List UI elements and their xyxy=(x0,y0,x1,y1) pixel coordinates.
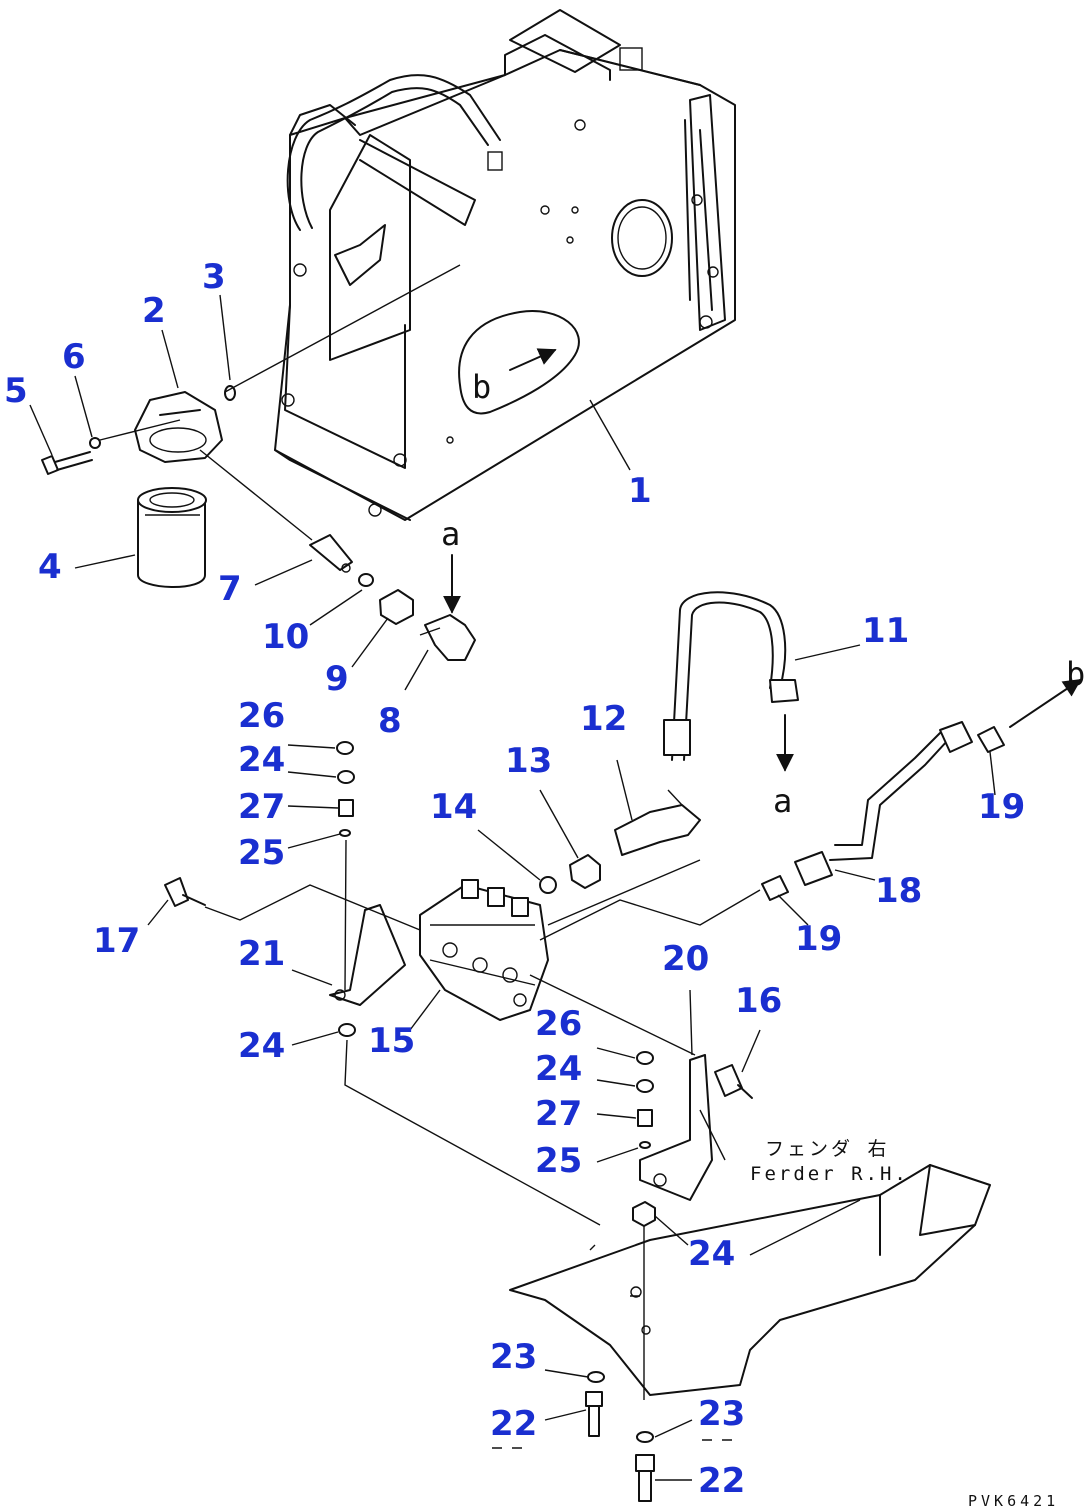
oring-3 xyxy=(224,385,236,401)
washer-23-left xyxy=(587,1371,605,1383)
callout-7: 7 xyxy=(218,569,242,609)
callout-23-lower: 23 xyxy=(698,1394,745,1434)
reference-letters: a a b b xyxy=(441,368,1085,820)
fitting-19-lower xyxy=(761,875,789,901)
callout-13: 13 xyxy=(505,741,552,781)
callout-17: 17 xyxy=(93,921,140,961)
ref-a-top: a xyxy=(441,515,460,553)
fender-note-en: Ferder R.H. xyxy=(750,1163,909,1185)
bolt-22-lower xyxy=(635,1454,655,1502)
fitting-19-upper xyxy=(977,726,1005,753)
filter-head-2 xyxy=(134,391,223,463)
callout-22-lower: 22 xyxy=(698,1461,745,1501)
callout-24-b: 24 xyxy=(238,1026,285,1066)
bolt-17 xyxy=(164,877,206,907)
stack-left xyxy=(336,741,601,1226)
underline-marks xyxy=(492,1439,732,1449)
callout-4: 4 xyxy=(38,547,62,587)
callout-26-b: 26 xyxy=(535,1004,582,1044)
callout-15: 15 xyxy=(368,1021,415,1061)
fitting-12 xyxy=(614,789,701,856)
oring-10 xyxy=(358,573,374,587)
oring-14 xyxy=(539,876,557,894)
callout-12: 12 xyxy=(580,699,627,739)
washer-6 xyxy=(89,437,101,449)
bolt-5 xyxy=(41,451,93,475)
callout-25-a: 25 xyxy=(238,833,285,873)
fitting-7 xyxy=(309,534,353,573)
callout-21: 21 xyxy=(238,934,285,974)
callout-26-a: 26 xyxy=(238,696,285,736)
bracket-20 xyxy=(639,1054,726,1201)
ref-b-right: b xyxy=(1066,655,1085,693)
callout-22-left: 22 xyxy=(490,1404,537,1444)
callout-8: 8 xyxy=(378,701,402,741)
fender-note-jp: フェンダ 右 xyxy=(765,1138,889,1160)
callout-numbers: 1 2 3 4 5 6 7 8 9 10 11 12 13 14 15 16 1… xyxy=(4,257,1025,1501)
elbow-8 xyxy=(419,614,476,661)
callout-10: 10 xyxy=(262,617,309,657)
callout-24-c: 24 xyxy=(535,1049,582,1089)
callout-16: 16 xyxy=(735,981,782,1021)
leader-lines xyxy=(29,294,996,1481)
bracket-21 xyxy=(329,904,406,1006)
callout-23-left: 23 xyxy=(490,1337,537,1377)
part-1-housing xyxy=(274,9,736,521)
callout-19-upper: 19 xyxy=(978,787,1025,827)
washer-23-lower xyxy=(636,1431,654,1443)
callout-25-b: 25 xyxy=(535,1141,582,1181)
callout-24-a: 24 xyxy=(238,740,285,780)
callout-5: 5 xyxy=(4,371,28,411)
callout-6: 6 xyxy=(62,337,86,377)
stack-right xyxy=(636,1051,654,1149)
callout-9: 9 xyxy=(325,659,349,699)
nut-24-lower xyxy=(632,1201,656,1400)
drawing-code: PVK6421 xyxy=(968,1492,1059,1510)
fender-frame xyxy=(509,1164,991,1396)
control-valve-15 xyxy=(419,879,549,1021)
callout-1: 1 xyxy=(628,471,652,511)
callout-19-lower: 19 xyxy=(795,919,842,959)
callout-27-a: 27 xyxy=(238,787,285,827)
callout-24-d: 24 xyxy=(688,1234,735,1274)
bolt-22-left xyxy=(585,1391,603,1437)
callout-18: 18 xyxy=(875,871,922,911)
callout-20: 20 xyxy=(662,939,709,979)
nut-13 xyxy=(569,854,601,889)
callout-27-b: 27 xyxy=(535,1094,582,1134)
ref-a-right: a xyxy=(773,782,792,820)
ref-b-inset: b xyxy=(472,368,491,406)
callout-11: 11 xyxy=(862,611,909,651)
pipe-18 xyxy=(794,721,973,886)
callout-3: 3 xyxy=(202,257,226,297)
filter-cartridge-4 xyxy=(137,487,207,588)
nut-9 xyxy=(379,589,414,625)
bolt-16 xyxy=(714,1064,753,1099)
callout-14: 14 xyxy=(430,787,477,827)
hose-11 xyxy=(663,591,799,761)
callout-2: 2 xyxy=(142,291,166,331)
